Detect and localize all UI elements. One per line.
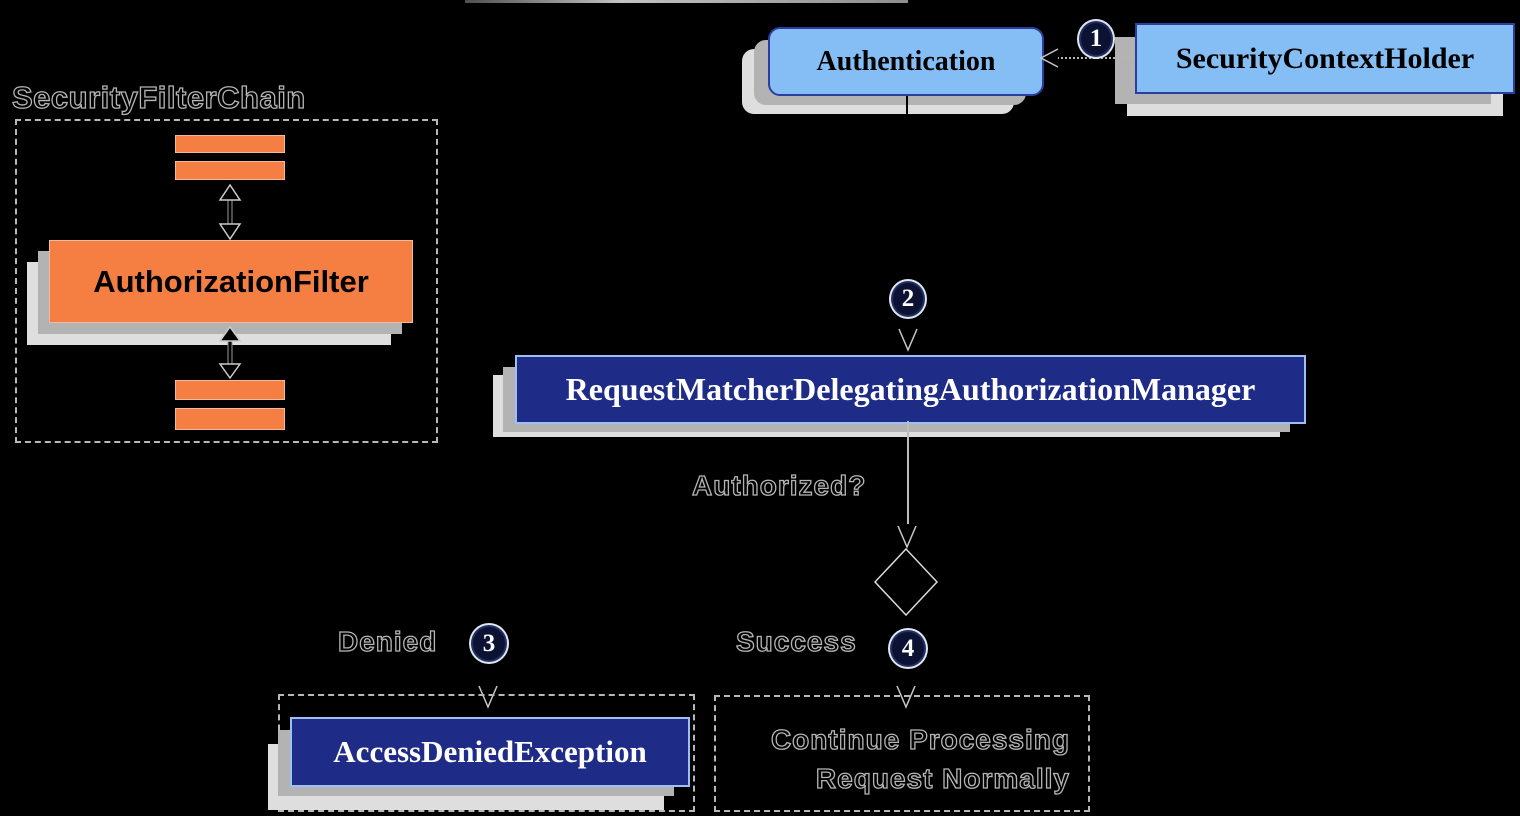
step-3-number: 3 — [482, 629, 496, 657]
step-3-badge: 3 — [469, 623, 509, 664]
decision-diamond-icon — [873, 547, 939, 617]
security-filter-chain-container — [15, 119, 438, 443]
security-context-holder-label: SecurityContextHolder — [1175, 41, 1475, 75]
authorization-filter-box: AuthorizationFilter — [49, 240, 413, 323]
bidirectional-arrow-icon-top — [218, 183, 242, 241]
down-open-arrowhead-icon-denied — [478, 685, 498, 709]
manager-to-diamond-line — [907, 421, 909, 524]
continue-processing-line-1: Continue Processing — [770, 723, 1070, 755]
authorization-manager-label: RequestMatcherDelegatingAuthorizationMan… — [565, 371, 1256, 407]
left-open-arrowhead-icon — [1039, 48, 1059, 68]
filter-placeholder-bar-4 — [175, 408, 285, 430]
step-2-badge: 2 — [889, 279, 927, 319]
authentication-box: Authentication — [768, 27, 1044, 96]
access-denied-exception-label: AccessDeniedException — [333, 734, 647, 769]
authorization-manager-box: RequestMatcherDelegatingAuthorizationMan… — [515, 355, 1306, 424]
bidirectional-arrow-icon-bottom — [218, 325, 242, 380]
continue-processing-box: Continue Processing Request Normally — [714, 720, 1070, 798]
denied-label: Denied — [337, 625, 438, 657]
step-1-number: 1 — [1089, 25, 1103, 52]
step-2-number: 2 — [901, 285, 915, 312]
security-filter-chain-label: SecurityFilterChain — [11, 79, 306, 115]
security-context-holder-box: SecurityContextHolder — [1135, 23, 1515, 94]
filter-placeholder-bar-1 — [175, 135, 285, 153]
cropped-box-bottom-edge — [465, 0, 908, 3]
success-label: Success — [735, 625, 857, 657]
authorized-label: Authorized? — [691, 469, 867, 501]
filter-placeholder-bar-3 — [175, 380, 285, 400]
continue-processing-line-2: Request Normally — [815, 762, 1070, 794]
filter-placeholder-bar-2 — [175, 161, 285, 180]
down-open-arrowhead-icon-diamond — [897, 525, 917, 549]
continue-processing-container — [714, 695, 1090, 812]
authorization-filter-label: AuthorizationFilter — [93, 263, 369, 299]
down-open-arrowhead-icon-manager — [898, 328, 918, 352]
auth-to-manager-connector — [906, 92, 908, 278]
step-1-badge: 1 — [1077, 19, 1115, 59]
access-denied-exception-box: AccessDeniedException — [290, 717, 690, 787]
step-4-badge: 4 — [888, 628, 928, 669]
authentication-label: Authentication — [816, 45, 996, 77]
step-4-number: 4 — [901, 634, 915, 662]
